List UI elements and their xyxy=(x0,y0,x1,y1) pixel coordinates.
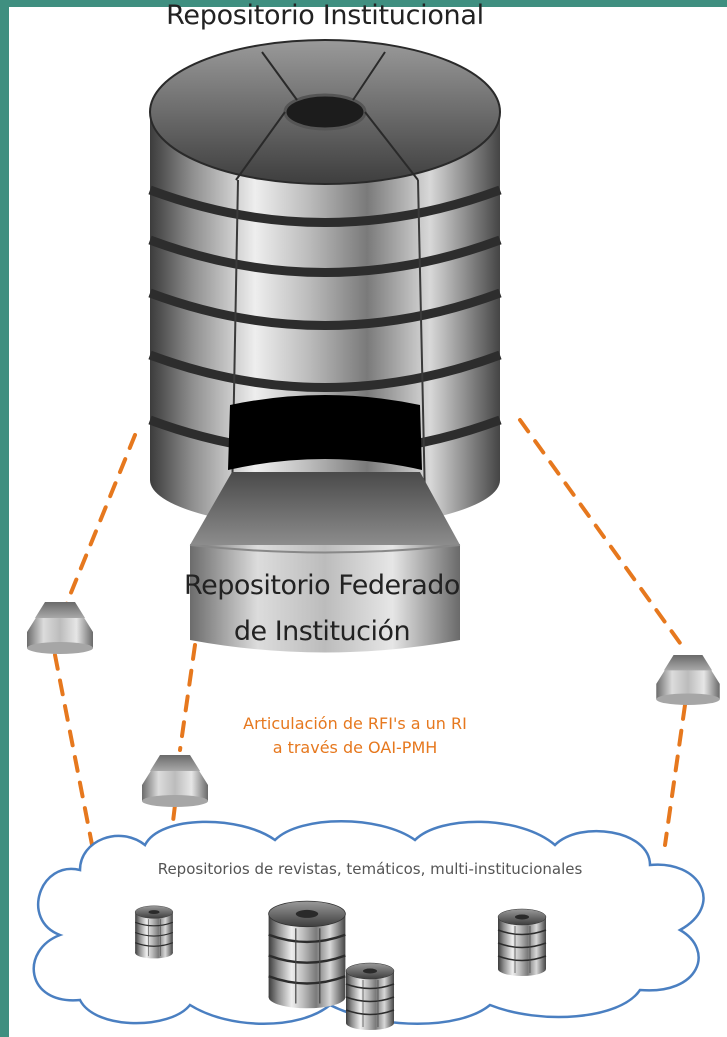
connector-middle-lower xyxy=(170,803,177,832)
node-icon-right xyxy=(656,655,720,705)
connection-lines xyxy=(53,418,687,862)
node-icon-middle xyxy=(142,755,208,807)
federated-label-line-2: de Institución xyxy=(233,616,411,647)
connector-left-lower xyxy=(53,653,97,862)
caption-line-1: Articulación de RFI's a un RI xyxy=(243,714,467,733)
node-icon-left xyxy=(27,602,93,654)
main-database-icon xyxy=(148,39,502,528)
federated-label-line-1: Repositorio Federado xyxy=(184,570,460,601)
connector-right-lower xyxy=(663,703,687,847)
small-database-icon-1 xyxy=(134,905,174,960)
connector-right-upper xyxy=(518,418,687,652)
caption-line-2: a través de OAI-PMH xyxy=(272,738,438,757)
federated-repository-icon xyxy=(189,472,461,653)
oai-pmh-caption: Articulación de RFI's a un RI a través d… xyxy=(205,712,505,760)
diagram-title: Repositorio Institucional xyxy=(166,0,484,31)
small-database-icon-4 xyxy=(497,908,547,977)
federated-repository-label: Repositorio Federado de Institución xyxy=(172,563,472,655)
small-database-icon-3 xyxy=(345,962,395,1031)
connector-left-upper xyxy=(62,433,137,612)
small-database-icon-2 xyxy=(267,899,347,1010)
connector-middle-upper xyxy=(178,643,197,752)
cloud-label: Repositorios de revistas, temáticos, mul… xyxy=(157,860,583,878)
